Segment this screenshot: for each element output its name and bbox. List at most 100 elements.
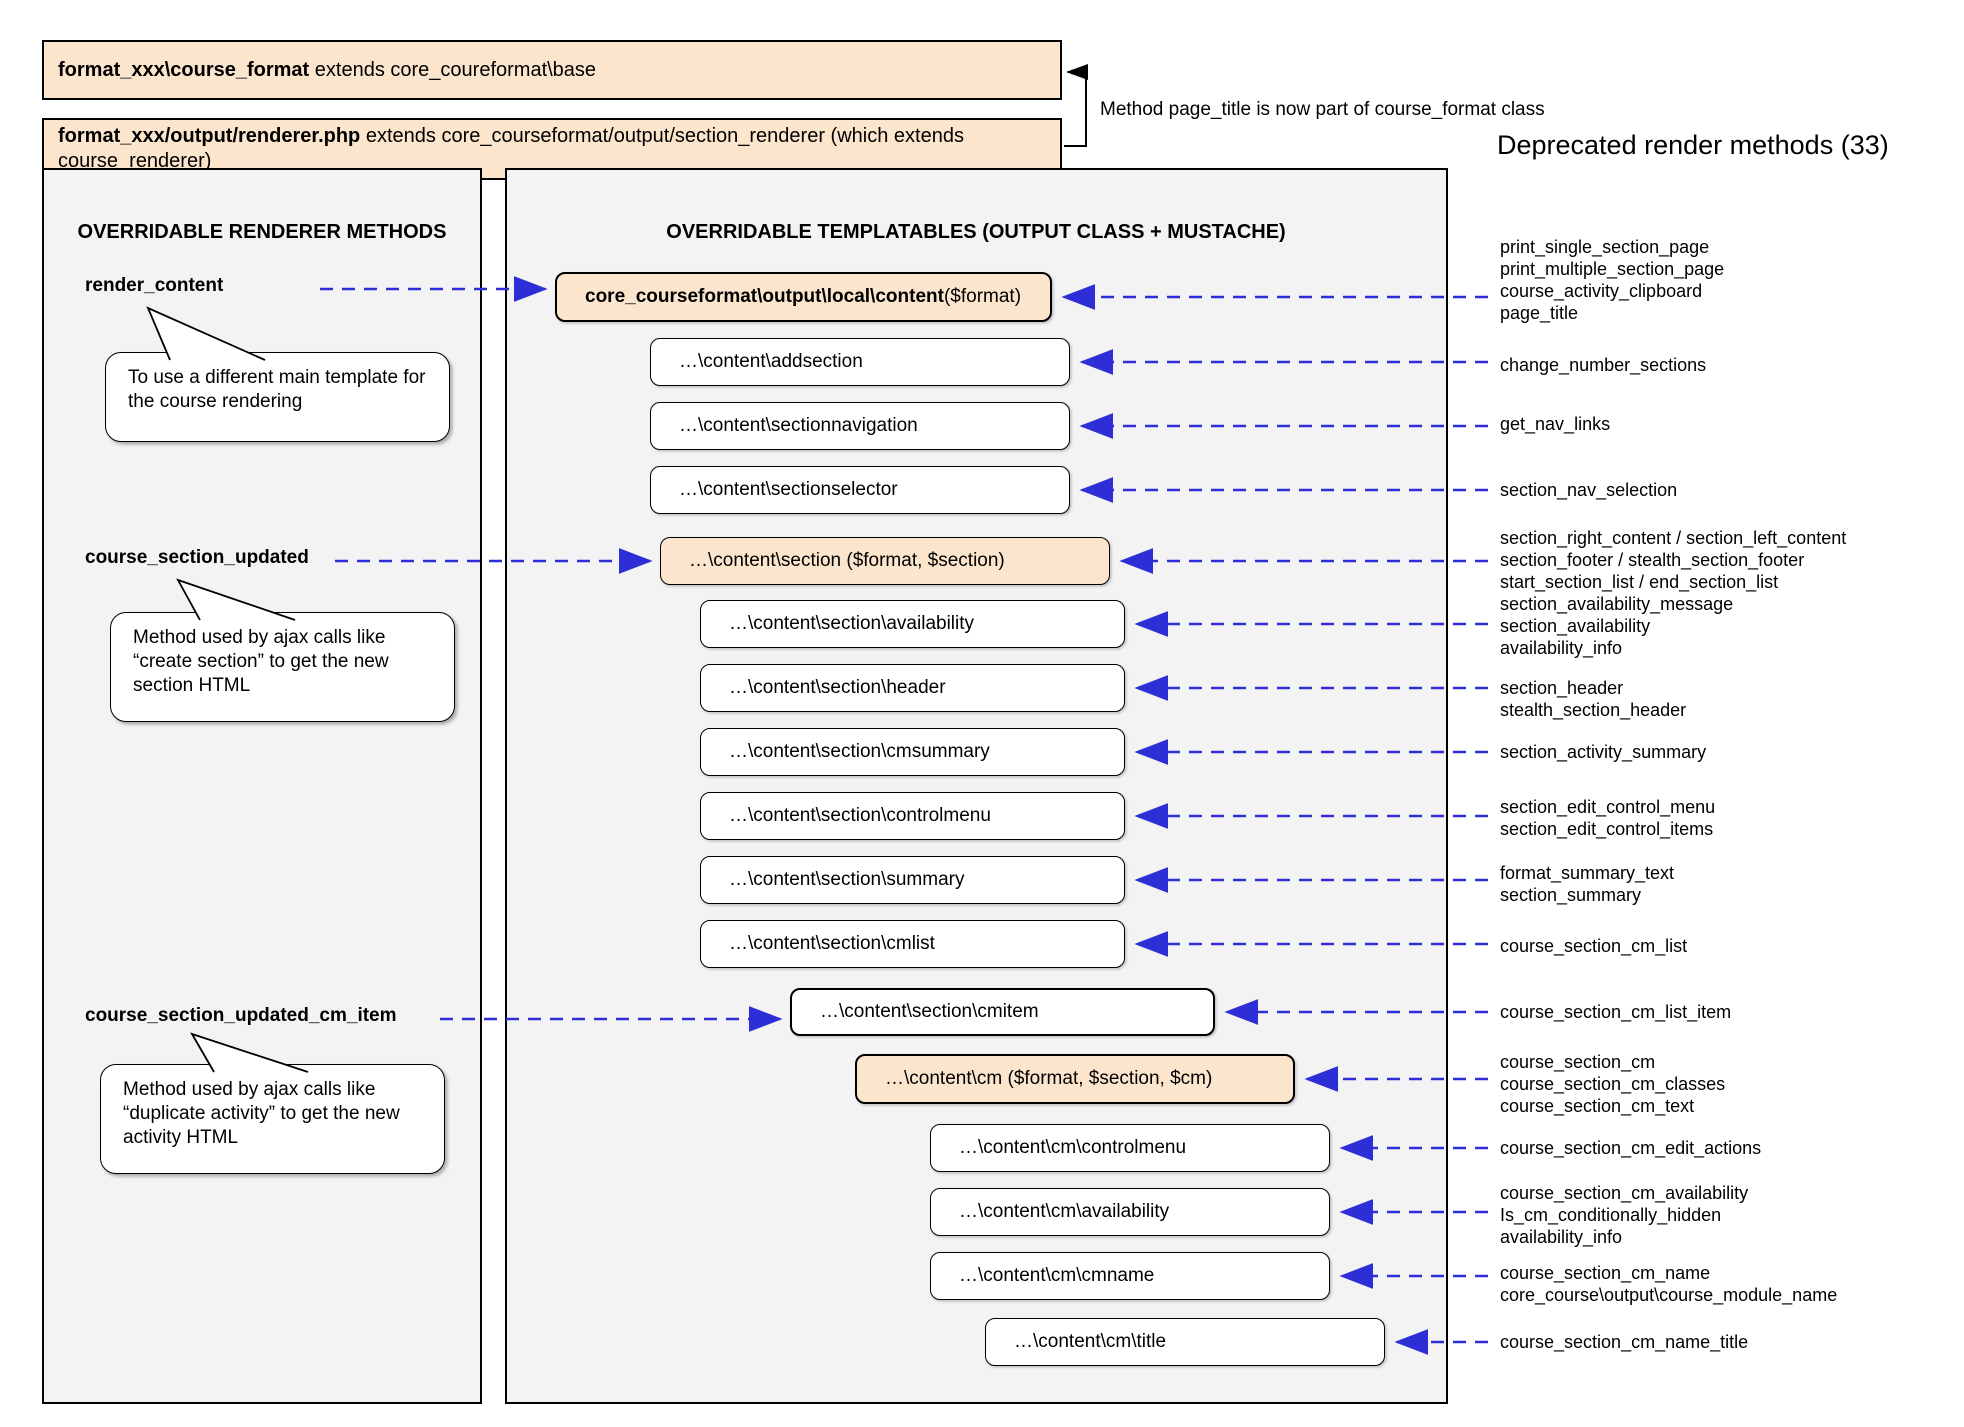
templatable-box-section-availability: …\content\section\availability [700,600,1125,648]
deprecated-method-group-11: course_section_cm_list_item [1500,1001,1731,1023]
deprecated-method-name: section_summary [1500,885,1642,905]
box-label: …\content\cm\cmname [959,1265,1155,1286]
box-label: ($format) [943,286,1022,307]
templatable-box-section-cmsummary: …\content\section\cmsummary [700,728,1125,776]
callout-text-line: “duplicate activity” to get the new [123,1103,400,1124]
box-label: …\content\section\cmsummary [729,741,990,762]
templatable-box-cm-controlmenu: …\content\cm\controlmenu [930,1124,1330,1172]
templatable-box-section-controlmenu: …\content\section\controlmenu [700,792,1125,840]
box-label: …\content\cm\title [1014,1331,1167,1352]
deprecated-method-group-16: course_section_cm_name_title [1500,1331,1748,1353]
deprecated-method-name: core_course\output\course_module_name [1500,1285,1838,1305]
templatable-box-section-cmitem: …\content\section\cmitem [790,988,1215,1036]
templatable-box-section-cmlist: …\content\section\cmlist [700,920,1125,968]
templatable-box-addsection: …\content\addsection [650,338,1070,386]
deprecated-methods-title: Deprecated render methods (33) [1497,130,1889,160]
deprecated-method-name: page_title [1500,303,1579,323]
deprecated-method-name: course_activity_clipboard [1500,281,1703,301]
box-label: …\content\section\cmitem [820,1001,1039,1022]
deprecated-method-name: section_nav_selection [1500,480,1678,500]
callout-bubble-course_section_updated_cm_item: Method used by ajax calls like “duplicate… [100,1064,445,1174]
deprecated-method-name: course_section_cm_text [1500,1096,1695,1116]
deprecated-method-name: course_section_cm_classes [1500,1074,1726,1094]
box-label: …\content\sectionnavigation [679,415,918,436]
bracket-connector [1064,72,1087,147]
page-title-note: Method page_title is now part of course_… [1100,99,1545,120]
course-format-class-box: format_xxx\course_format extends core_co… [42,40,1062,100]
box-label: …\content\section\summary [729,869,965,890]
callout-text-line: section HTML [133,675,251,696]
callout-text-line: “create section” to get the new [133,651,389,672]
box-label: …\content\section ($format, $section) [689,550,1005,571]
deprecated-method-name: section_right_content / section_left_con… [1500,528,1847,548]
deprecated-method-name: section_edit_control_items [1500,819,1714,839]
box-label: …\content\cm ($format, $section, $cm) [885,1068,1213,1089]
deprecated-method-name: Is_cm_conditionally_hidden [1500,1205,1722,1225]
callout-text-line: To use a different main template for [128,367,426,388]
deprecated-method-name: course_section_cm_availability [1500,1183,1749,1203]
deprecated-method-name: section_edit_control_menu [1500,797,1716,817]
templatables-panel-title: OVERRIDABLE TEMPLATABLES (OUTPUT CLASS +… [666,221,1286,243]
renderer-method-course_section_updated_cm_item: course_section_updated_cm_item [85,1005,397,1026]
templatable-box-cm-cmname: …\content\cm\cmname [930,1252,1330,1300]
templatable-box-sectionselector: …\content\sectionselector [650,466,1070,514]
deprecated-method-name: print_multiple_section_page [1500,259,1725,279]
deprecated-method-name: change_number_sections [1500,355,1707,375]
deprecated-method-name: course_section_cm [1500,1052,1656,1072]
deprecated-method-name: course_section_cm_name_title [1500,1332,1749,1352]
renderer-method-render_content: render_content [85,275,224,296]
course-format-class-text: format_xxx\course_format extends core_co… [58,58,596,83]
deprecated-method-name: start_section_list / end_section_list [1500,572,1779,592]
box-label: …\content\cm\controlmenu [959,1137,1187,1158]
deprecated-method-name: section_header [1500,678,1624,698]
templatable-box-section-header: …\content\section\header [700,664,1125,712]
deprecated-method-name: course_section_cm_list [1500,936,1688,956]
renderer-php-bold: format_xxx/output/renderer.php [58,125,361,147]
callout-text-line: Method used by ajax calls like [123,1079,376,1100]
deprecated-method-name: get_nav_links [1500,414,1611,434]
templatable-box-content: core_courseformat\output\local\content (… [555,272,1052,322]
course-format-class-bold: format_xxx\course_format [58,58,310,81]
deprecated-method-name: section_availability [1500,616,1651,636]
deprecated-method-name: availability_info [1500,638,1623,658]
box-label-bold: core_courseformat\output\local\content [585,286,944,307]
renderer-methods-panel-title: OVERRIDABLE RENDERER METHODS [77,221,447,243]
templatable-box-sectionnavigation: …\content\sectionnavigation [650,402,1070,450]
callout-bubble-render_content: To use a different main template for the … [105,352,450,442]
deprecated-method-name: format_summary_text [1500,863,1675,883]
deprecated-method-name: section_activity_summary [1500,742,1707,762]
deprecated-method-name: course_section_cm_edit_actions [1500,1138,1762,1158]
templatable-box-cm-availability: …\content\cm\availability [930,1188,1330,1236]
deprecated-method-group-13: course_section_cm_edit_actions [1500,1137,1761,1159]
box-label: …\content\section\header [729,677,946,698]
callout-text-line: the course rendering [128,391,303,412]
deprecated-method-group-4: section_right_content / section_left_con… [1500,527,1846,593]
box-label: …\content\section\availability [729,613,975,634]
templatable-box-section: …\content\section ($format, $section) [660,537,1110,585]
box-label: …\content\section\cmlist [729,933,935,954]
deprecated-method-name: stealth_section_header [1500,700,1687,720]
deprecated-method-group-7: section_activity_summary [1500,741,1706,763]
deprecated-method-name: section_availability_message [1500,594,1734,614]
deprecated-method-name: availability_info [1500,1227,1623,1247]
templatable-box-cm-title: …\content\cm\title [985,1318,1385,1366]
deprecated-method-group-2: get_nav_links [1500,413,1610,435]
renderer-php-text: format_xxx/output/renderer.php extends c… [58,124,1046,174]
callout-text-line: Method used by ajax calls like [133,627,386,648]
deprecated-method-name: course_section_cm_list_item [1500,1002,1732,1022]
templatable-box-cm: …\content\cm ($format, $section, $cm) [855,1054,1295,1104]
box-label: …\content\addsection [679,351,863,372]
deprecated-method-name: section_footer / stealth_section_footer [1500,550,1805,570]
callout-text-line: activity HTML [123,1127,239,1148]
deprecated-method-group-1: change_number_sections [1500,354,1706,376]
box-label: …\content\section\controlmenu [729,805,991,826]
